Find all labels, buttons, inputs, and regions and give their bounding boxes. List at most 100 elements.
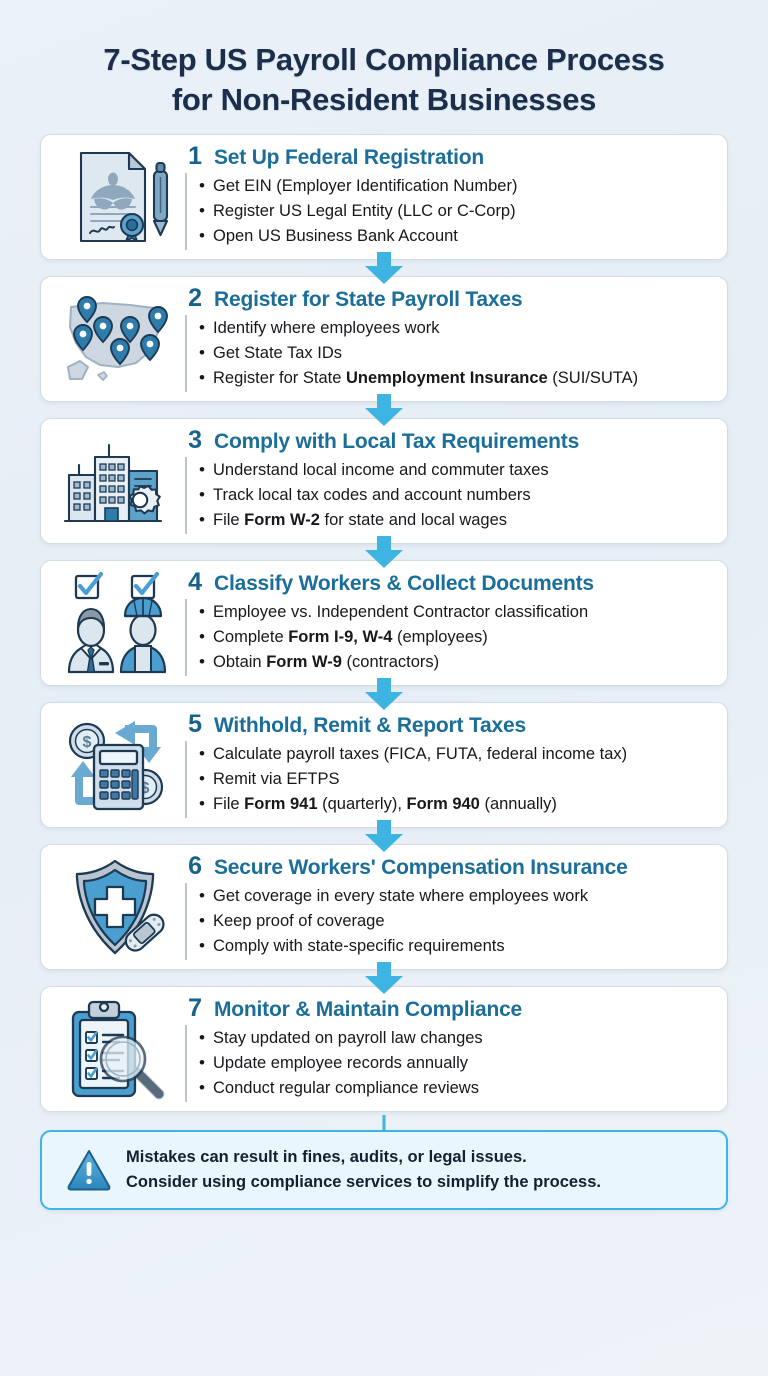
city-buildings-gear-icon <box>51 427 183 535</box>
step-bullet-item: Conduct regular compliance reviews <box>199 1075 713 1101</box>
step-title: Set Up Federal Registration <box>214 146 484 170</box>
step-bullet-item: Get State Tax IDs <box>199 340 713 366</box>
svg-text:$: $ <box>83 734 92 751</box>
step-header: 2 Register for State Payroll Taxes <box>185 286 713 311</box>
bullet-text: (SUI/SUTA) <box>547 368 639 387</box>
calculator-coins-arrows-icon: $ $ <box>51 711 183 819</box>
step-bullet-list: Get EIN (Employer Identification Number)… <box>185 172 713 250</box>
svg-text:$: $ <box>141 780 150 797</box>
clipboard-magnifier-icon <box>51 995 183 1103</box>
down-arrow-icon <box>365 820 403 852</box>
footer-line-1: Mistakes can result in fines, audits, or… <box>126 1148 527 1166</box>
down-arrow-icon <box>365 536 403 568</box>
step-connector-arrow <box>0 252 768 284</box>
step-title: Register for State Payroll Taxes <box>214 288 523 312</box>
step-bullet-list: Understand local income and commuter tax… <box>185 456 713 534</box>
step-header: 5 Withhold, Remit & Report Taxes <box>185 712 713 737</box>
bullet-emphasis: Form I-9, W-4 <box>288 627 393 646</box>
step-bullet-item: Comply with state-specific requirements <box>199 933 713 959</box>
step-title: Withhold, Remit & Report Taxes <box>214 714 526 738</box>
step-number: 1 <box>188 142 202 171</box>
down-arrow-icon <box>365 394 403 426</box>
down-arrow-icon <box>365 678 403 710</box>
step-bullet-list: Stay updated on payroll law changesUpdat… <box>185 1024 713 1102</box>
bullet-emphasis: Form W-9 <box>266 652 342 671</box>
connector-stub <box>382 1115 386 1131</box>
bullet-emphasis: Unemployment Insurance <box>345 368 548 387</box>
bullet-text: Calculate payroll taxes (FICA, FUTA, fed… <box>213 744 628 763</box>
bullet-text: Open US Business Bank Account <box>213 226 458 245</box>
step-number: 5 <box>188 710 202 739</box>
step-bullet-item: Get EIN (Employer Identification Number) <box>199 173 713 199</box>
step-header: 1 Set Up Federal Registration <box>185 144 713 169</box>
step-bullet-item: Obtain Form W-9 (contractors) <box>199 649 713 675</box>
page-title-line-1: 7-Step US Payroll Compliance Process <box>103 42 665 77</box>
step-title: Comply with Local Tax Requirements <box>214 430 580 454</box>
step-header: 4 Classify Workers & Collect Documents <box>185 570 713 595</box>
step-connector-arrow <box>0 962 768 994</box>
bullet-text: Register for State <box>213 368 346 387</box>
step-body: 4 Classify Workers & Collect DocumentsEmp… <box>183 570 713 676</box>
down-arrow-icon <box>365 962 403 994</box>
step-title: Monitor & Maintain Compliance <box>214 998 523 1022</box>
bullet-text: Employee vs. Independent Contractor clas… <box>213 602 589 621</box>
bullet-text: for state and local wages <box>319 510 508 529</box>
bullet-text: Comply with state-specific requirements <box>213 936 505 955</box>
bullet-text: (employees) <box>392 627 488 646</box>
step-bullet-item: Stay updated on payroll law changes <box>199 1025 713 1051</box>
step-bullet-item: Get coverage in every state where employ… <box>199 883 713 909</box>
step-bullet-item: Remit via EFTPS <box>199 766 713 792</box>
step-bullet-item: Understand local income and commuter tax… <box>199 457 713 483</box>
step-bullet-item: Register for State Unemployment Insuranc… <box>199 365 713 391</box>
step-bullet-list: Identify where employees workGet State T… <box>185 314 713 392</box>
page-title-line-2: for Non-Resident Businesses <box>171 82 597 117</box>
step-card: $ $ 5 Withhold, Remit & Report TaxesCalcu… <box>40 702 728 828</box>
bullet-emphasis: Form W-2 <box>244 510 320 529</box>
step-card: 4 Classify Workers & Collect DocumentsEmp… <box>40 560 728 686</box>
step-number: 2 <box>188 284 202 313</box>
step-connector-arrow <box>0 820 768 852</box>
step-bullet-list: Employee vs. Independent Contractor clas… <box>185 598 713 676</box>
step-number: 7 <box>188 994 202 1023</box>
step-title: Secure Workers' Compensation Insurance <box>214 856 628 880</box>
step-bullet-item: Register US Legal Entity (LLC or C-Corp) <box>199 198 713 224</box>
bullet-text: File <box>213 794 245 813</box>
step-title: Classify Workers & Collect Documents <box>214 572 594 596</box>
bullet-text: Stay updated on payroll law changes <box>213 1028 483 1047</box>
footer-warning-text: Mistakes can result in fines, audits, or… <box>118 1145 601 1195</box>
step-bullet-item: Keep proof of coverage <box>199 908 713 934</box>
footer-warning-note: Mistakes can result in fines, audits, or… <box>40 1115 728 1210</box>
bullet-text: (quarterly), <box>317 794 407 813</box>
bullet-text: Identify where employees work <box>213 318 440 337</box>
page-title: 7-Step US Payroll Compliance Process for… <box>0 0 768 120</box>
bullet-text: Track local tax codes and account number… <box>213 485 531 504</box>
two-workers-checkbox-icon <box>51 569 183 677</box>
step-connector-arrow <box>0 394 768 426</box>
bullet-emphasis: Form 941 <box>244 794 318 813</box>
footer-line-2: Consider using compliance services to si… <box>126 1173 601 1191</box>
bullet-text: (contractors) <box>341 652 440 671</box>
shield-medical-cross-bandage-icon <box>51 853 183 961</box>
step-bullet-item: Update employee records annually <box>199 1050 713 1076</box>
bullet-text: Complete <box>213 627 289 646</box>
bullet-text: Get State Tax IDs <box>213 343 343 362</box>
step-bullet-item: Complete Form I-9, W-4 (employees) <box>199 624 713 650</box>
step-number: 4 <box>188 568 202 597</box>
step-bullet-item: Identify where employees work <box>199 315 713 341</box>
step-bullet-item: Track local tax codes and account number… <box>199 482 713 508</box>
step-bullet-list: Calculate payroll taxes (FICA, FUTA, fed… <box>185 740 713 818</box>
bullet-text: Keep proof of coverage <box>213 911 385 930</box>
